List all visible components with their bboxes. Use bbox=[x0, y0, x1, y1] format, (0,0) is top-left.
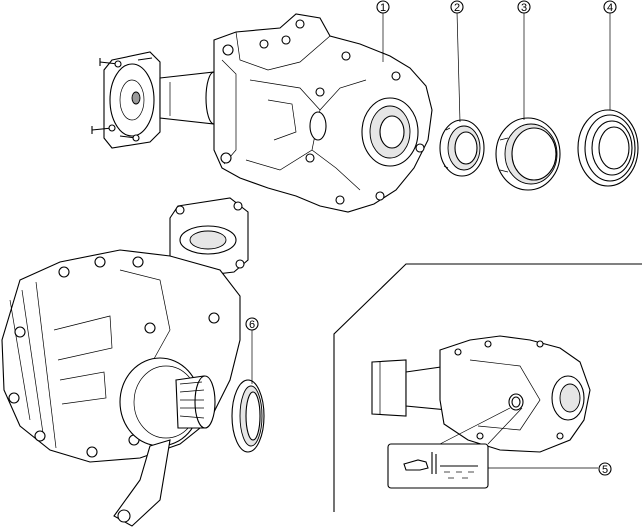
shaft-tube bbox=[159, 71, 223, 125]
svg-text:2: 2 bbox=[454, 2, 460, 14]
transfer-case-assembly bbox=[91, 13, 433, 213]
medium-oil-seal bbox=[495, 117, 561, 191]
callout-leaders-top bbox=[382, 11, 611, 123]
svg-text:5: 5 bbox=[602, 464, 608, 476]
small-oil-seal bbox=[439, 119, 485, 177]
svg-text:6: 6 bbox=[249, 319, 255, 331]
case-housing bbox=[213, 13, 433, 213]
callout-3: 3 bbox=[517, 0, 531, 14]
output-oil-seal bbox=[231, 330, 265, 453]
callout-2: 2 bbox=[450, 0, 464, 14]
inset-panel bbox=[333, 263, 642, 512]
callout-1: 1 bbox=[376, 0, 390, 14]
callout-4: 4 bbox=[603, 0, 617, 14]
callout-6: 6 bbox=[245, 317, 259, 331]
svg-text:1: 1 bbox=[380, 2, 386, 14]
front-differential-assembly bbox=[1, 197, 249, 527]
grease-application-icon bbox=[403, 452, 478, 479]
companion-flange bbox=[91, 51, 161, 149]
large-oil-seal bbox=[577, 109, 639, 187]
svg-text:3: 3 bbox=[521, 2, 527, 14]
callout-5: 5 bbox=[598, 462, 612, 476]
svg-text:4: 4 bbox=[607, 2, 613, 14]
